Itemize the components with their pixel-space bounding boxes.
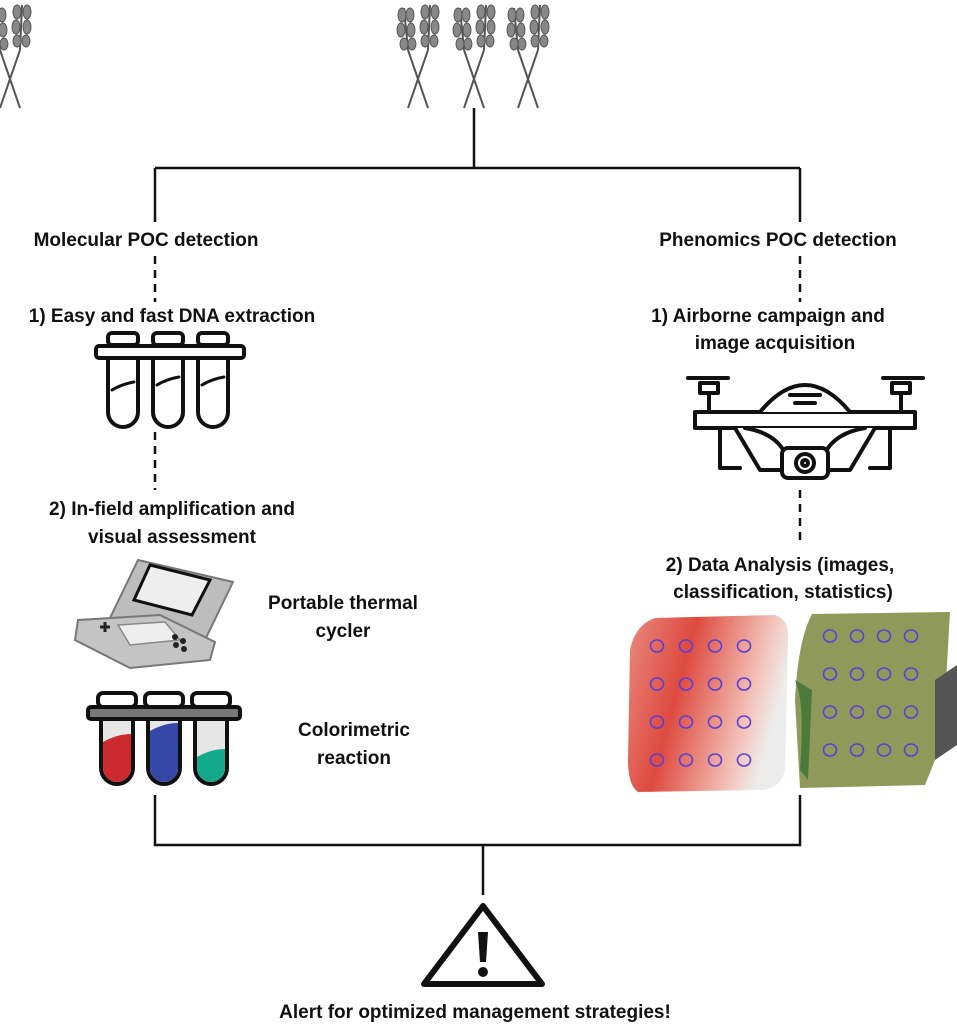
plot-marker bbox=[903, 667, 919, 681]
blue-reaction bbox=[150, 723, 178, 782]
thermal-cycler-label-1: Portable thermal bbox=[268, 593, 418, 614]
plot-marker bbox=[678, 753, 694, 767]
plot-marker bbox=[736, 715, 752, 729]
green-reaction bbox=[197, 749, 225, 782]
plot-marker bbox=[736, 639, 752, 653]
dna-extraction-label: 1) Easy and fast DNA extraction bbox=[29, 306, 316, 327]
plot-marker bbox=[707, 677, 723, 691]
drone-icon bbox=[686, 376, 925, 480]
plot-marker bbox=[876, 667, 892, 681]
plot-marker bbox=[822, 705, 838, 719]
plot-marker bbox=[707, 753, 723, 767]
plot-marker bbox=[649, 753, 665, 767]
red-reaction bbox=[103, 734, 131, 782]
plot-marker bbox=[707, 639, 723, 653]
plot-marker bbox=[736, 677, 752, 691]
plot-marker bbox=[903, 629, 919, 643]
plot-marker bbox=[678, 677, 694, 691]
plot-marker bbox=[876, 743, 892, 757]
colorimetric-label-1: Colorimetric bbox=[298, 720, 410, 741]
portable-thermal-cycler-icon bbox=[73, 558, 235, 670]
plot-marker bbox=[876, 629, 892, 643]
test-tubes-icon bbox=[94, 331, 246, 429]
amplification-label-1: 2) In-field amplification and bbox=[49, 499, 295, 520]
amplification-label-2: visual assessment bbox=[88, 527, 257, 548]
plot-marker bbox=[649, 677, 665, 691]
wheat-icon bbox=[0, 4, 550, 109]
data-analysis-label-2: classification, statistics) bbox=[673, 582, 893, 603]
plot-marker bbox=[678, 639, 694, 653]
colorimetric-label-2: reaction bbox=[317, 748, 391, 769]
rgb-field-map bbox=[795, 612, 957, 788]
connector-lines bbox=[153, 108, 802, 895]
plot-marker bbox=[822, 667, 838, 681]
airborne-label-2: image acquisition bbox=[695, 333, 855, 354]
plot-marker bbox=[849, 667, 865, 681]
thermal-cycler-label-2: cycler bbox=[316, 621, 372, 642]
plot-marker bbox=[903, 743, 919, 757]
warning-icon bbox=[421, 903, 545, 987]
phenomics-title: Phenomics POC detection bbox=[659, 230, 897, 251]
airborne-label-1: 1) Airborne campaign and bbox=[651, 306, 885, 327]
plot-marker bbox=[678, 715, 694, 729]
plot-marker bbox=[649, 715, 665, 729]
plot-marker bbox=[876, 705, 892, 719]
plot-marker bbox=[649, 639, 665, 653]
alert-text: Alert for optimized management strategie… bbox=[279, 1002, 671, 1023]
plot-marker bbox=[903, 705, 919, 719]
plot-marker bbox=[849, 705, 865, 719]
plot-marker bbox=[849, 743, 865, 757]
plot-marker bbox=[707, 715, 723, 729]
molecular-title: Molecular POC detection bbox=[34, 230, 259, 251]
colored-test-tubes-icon bbox=[86, 691, 242, 786]
thermal-field-map bbox=[628, 615, 789, 792]
data-analysis-label-1: 2) Data Analysis (images, bbox=[666, 555, 894, 576]
plot-markers bbox=[649, 629, 919, 767]
plot-marker bbox=[849, 629, 865, 643]
plot-marker bbox=[822, 743, 838, 757]
plot-marker bbox=[822, 629, 838, 643]
plot-marker bbox=[736, 753, 752, 767]
